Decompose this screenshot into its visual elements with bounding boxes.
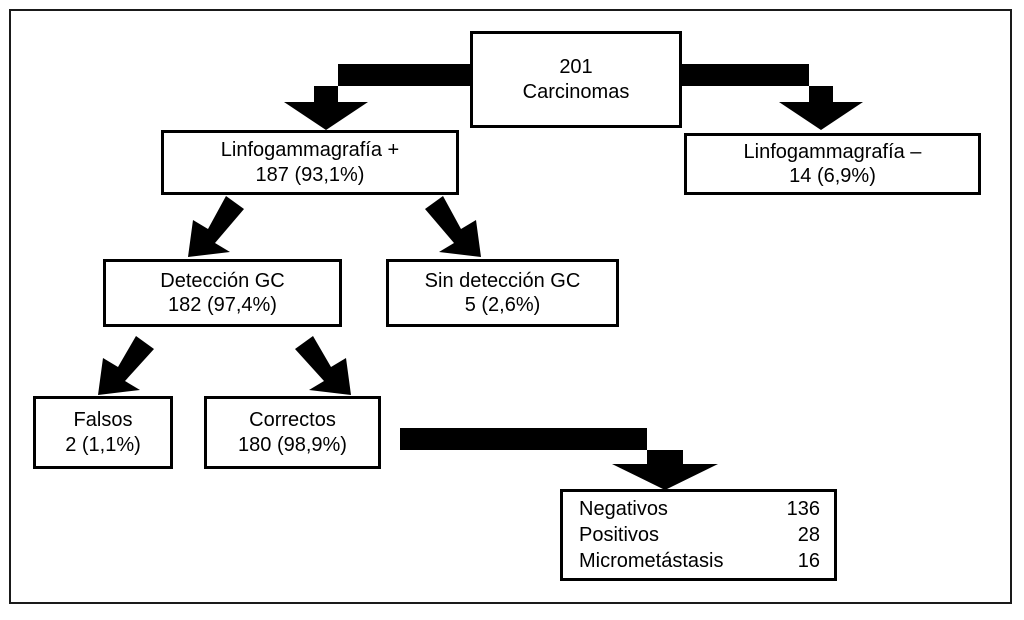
results-label-micrometastasis: Micrometástasis	[579, 550, 724, 572]
results-value-positivos: 28	[797, 524, 820, 546]
node-lymph-negative-line1: Linfogammagrafía –	[743, 140, 922, 163]
node-root: 201 Carcinomas	[470, 31, 682, 128]
arrow-root-to-lymph-negative	[672, 62, 884, 130]
node-lymph-negative: Linfogammagrafía – 14 (6,9%)	[684, 133, 981, 195]
results-label-negativos: Negativos	[579, 498, 668, 520]
node-correct-line1: Correctos	[249, 409, 336, 432]
results-value-negativos: 136	[786, 498, 820, 520]
results-value-micrometastasis: 16	[797, 550, 820, 572]
node-detection-line1: Detección GC	[160, 269, 285, 292]
node-detection: Detección GC 182 (97,4%)	[103, 259, 342, 327]
arrow-root-to-lymph-positive	[262, 62, 477, 130]
node-root-line2: Carcinomas	[522, 80, 630, 103]
results-row-micrometastasis: Micrometástasis 16	[579, 548, 820, 574]
node-root-line1: 201	[559, 56, 593, 79]
node-no-detection: Sin detección GC 5 (2,6%)	[386, 259, 619, 327]
diagram-frame	[9, 9, 1012, 604]
node-no-detection-line2: 5 (2,6%)	[464, 294, 541, 316]
arrow-detection-to-correct	[295, 336, 361, 398]
node-no-detection-line1: Sin detección GC	[424, 269, 581, 292]
node-results: Negativos 136 Positivos 28 Micrometástas…	[560, 489, 837, 581]
node-detection-line2: 182 (97,4%)	[168, 294, 277, 316]
node-false-line1: Falsos	[73, 409, 133, 432]
node-lymph-positive: Linfogammagrafía + 187 (93,1%)	[161, 130, 459, 195]
node-lymph-negative-line2: 14 (6,9%)	[789, 165, 876, 187]
arrow-detection-to-false	[88, 336, 154, 398]
arrow-lymph-positive-to-no-detection	[425, 196, 491, 260]
arrow-lymph-positive-to-detection	[178, 196, 244, 260]
node-correct: Correctos 180 (98,9%)	[204, 396, 381, 469]
results-row-negativos: Negativos 136	[579, 496, 820, 522]
node-correct-line2: 180 (98,9%)	[238, 433, 347, 456]
results-row-positivos: Positivos 28	[579, 522, 820, 548]
results-label-positivos: Positivos	[579, 524, 660, 546]
node-false-line2: 2 (1,1%)	[65, 433, 141, 456]
arrow-correct-to-results	[400, 428, 736, 490]
node-lymph-positive-line2: 187 (93,1%)	[255, 163, 365, 186]
node-lymph-positive-line1: Linfogammagrafía +	[220, 139, 400, 162]
node-false: Falsos 2 (1,1%)	[33, 396, 173, 469]
